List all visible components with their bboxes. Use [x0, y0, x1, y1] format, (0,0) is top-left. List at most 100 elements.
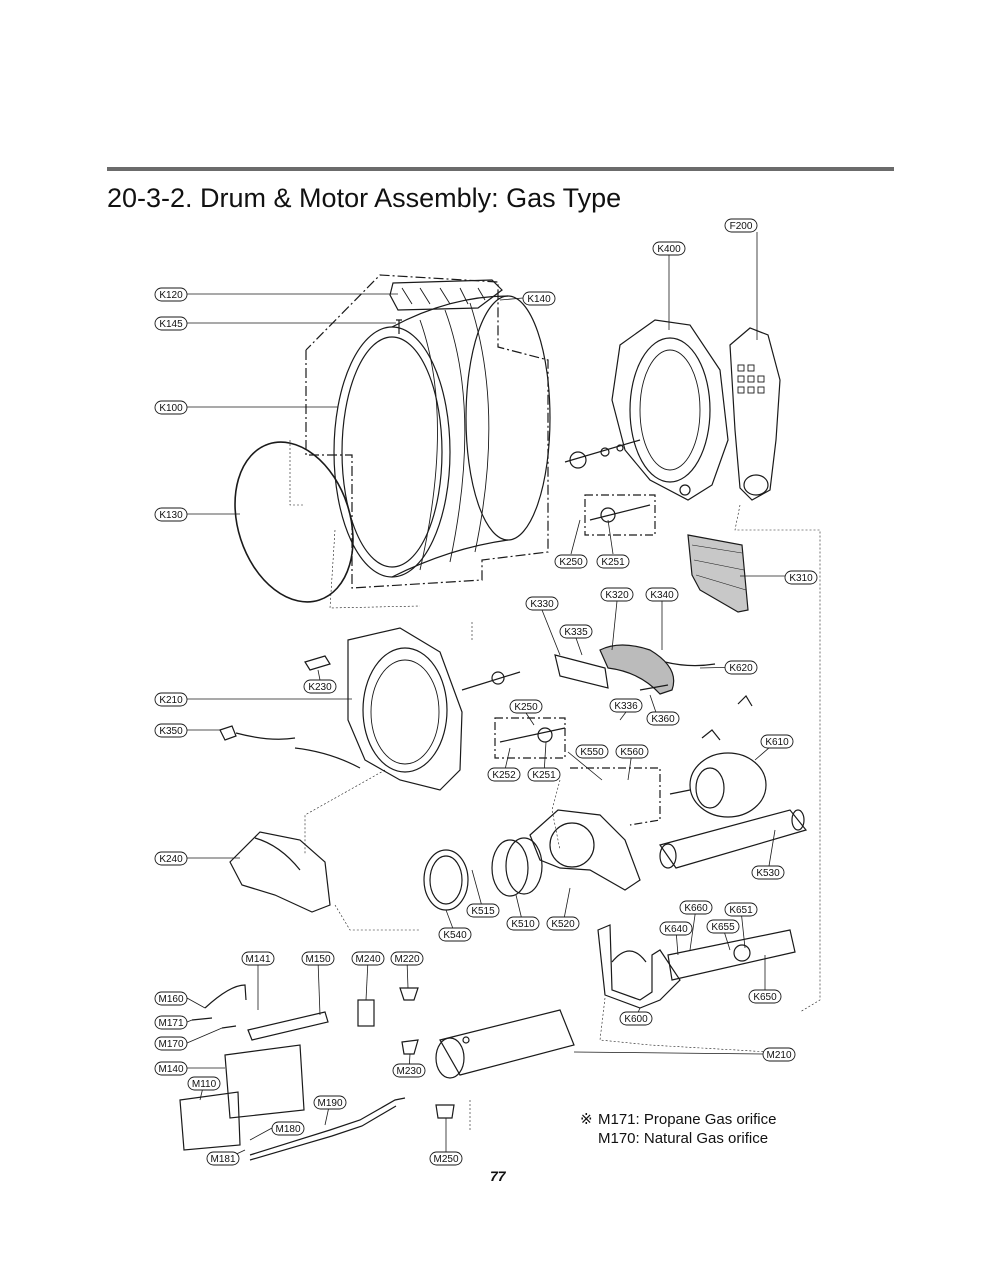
filter-housing-f200	[729, 327, 781, 501]
callout-labels: F200 K400 K120 K145 K140 K100 K130 K250 …	[154, 218, 818, 1166]
callout-k140: K140	[522, 291, 556, 306]
callout-k530: K530	[751, 865, 785, 880]
drum-belt-k130	[234, 441, 354, 603]
callout-k350: K350	[154, 723, 188, 738]
callout-k310: K310	[784, 570, 818, 585]
callout-k320: K320	[600, 587, 634, 602]
svg-text:M160: M160	[158, 994, 183, 1005]
callout-k251-top: K251	[596, 554, 630, 569]
svg-text:K560: K560	[620, 747, 644, 758]
svg-text:K240: K240	[159, 854, 183, 865]
svg-text:K100: K100	[159, 403, 183, 414]
svg-text:K145: K145	[159, 319, 183, 330]
callout-k240: K240	[154, 851, 188, 866]
header-rule	[107, 167, 894, 171]
base-bracket-k600	[597, 924, 681, 1009]
blower-housing-k520	[529, 809, 641, 891]
callout-k650: K650	[748, 989, 782, 1004]
callout-k130: K130	[154, 507, 188, 522]
svg-text:M110: M110	[192, 1079, 217, 1090]
svg-text:M220: M220	[394, 954, 419, 965]
svg-text:K400: K400	[657, 244, 681, 255]
svg-text:M230: M230	[396, 1066, 421, 1077]
valve-bracket-m140	[224, 1044, 305, 1119]
svg-text:K310: K310	[789, 573, 813, 584]
burner-m150	[247, 1011, 329, 1041]
callout-k515: K515	[466, 903, 500, 918]
svg-text:K140: K140	[527, 294, 551, 305]
callout-k655: K655	[706, 919, 740, 934]
svg-text:K320: K320	[605, 590, 629, 601]
svg-text:K530: K530	[756, 868, 780, 879]
svg-text:K655: K655	[711, 922, 735, 933]
svg-text:K660: K660	[684, 903, 708, 914]
igniter-m160	[204, 984, 247, 1009]
svg-text:M140: M140	[158, 1064, 183, 1075]
callout-m171: M171	[154, 1015, 188, 1030]
callout-m250: M250	[429, 1151, 463, 1166]
note-line-natural: M170: Natural Gas orifice	[598, 1130, 769, 1147]
svg-text:M171: M171	[158, 1018, 183, 1029]
callout-k610: K610	[760, 734, 794, 749]
svg-text:M190: M190	[317, 1098, 342, 1109]
front-roller-group-box	[494, 717, 566, 759]
page-number: 77	[490, 1168, 506, 1184]
svg-text:K340: K340	[650, 590, 674, 601]
svg-text:F200: F200	[730, 221, 753, 232]
callout-k120: K120	[154, 287, 188, 302]
callout-m160: M160	[154, 991, 188, 1006]
svg-text:K610: K610	[765, 737, 789, 748]
svg-text:K550: K550	[580, 747, 604, 758]
gas-pipe-m190	[249, 1097, 406, 1156]
svg-text:K515: K515	[471, 906, 495, 917]
callout-k230: K230	[303, 679, 337, 694]
svg-text:K251: K251	[532, 770, 556, 781]
sensor-m240	[357, 999, 375, 1027]
callout-k330: K330	[525, 596, 559, 611]
blower-wheel-k510	[491, 839, 529, 897]
roller-group-box	[584, 494, 656, 536]
svg-text:K350: K350	[159, 726, 183, 737]
gas-valve-m110	[179, 1091, 241, 1151]
callout-m141: M141	[241, 951, 275, 966]
svg-text:K210: K210	[159, 695, 183, 706]
orifice-note: ※M171: Propane Gas orifice M170: Natural…	[580, 1110, 776, 1148]
callout-k540: K540	[438, 927, 472, 942]
spring-k340	[664, 661, 716, 667]
front-bulkhead-k210	[347, 627, 463, 791]
svg-text:K252: K252	[492, 770, 516, 781]
svg-text:K360: K360	[651, 714, 675, 725]
callout-m110: M110	[187, 1076, 221, 1091]
callout-m170: M170	[154, 1036, 188, 1051]
svg-text:K540: K540	[443, 930, 467, 941]
svg-text:K651: K651	[729, 905, 753, 916]
callout-m210: M210	[762, 1047, 796, 1062]
callout-m240: M240	[351, 951, 385, 966]
svg-text:K120: K120	[159, 290, 183, 301]
callout-k335: K335	[559, 624, 593, 639]
lint-filter-k310	[687, 534, 749, 613]
svg-text:K335: K335	[564, 627, 588, 638]
callout-k340: K340	[645, 587, 679, 602]
callout-k145: K145	[154, 316, 188, 331]
callout-k560: K560	[615, 744, 649, 759]
callout-k550: K550	[575, 744, 609, 759]
svg-text:M170: M170	[158, 1039, 183, 1050]
callout-k620: K620	[724, 660, 758, 675]
callout-k360: K360	[646, 711, 680, 726]
bracket-m230	[401, 1039, 419, 1055]
callout-k651: K651	[724, 902, 758, 917]
rear-shaft-k250	[564, 439, 641, 463]
bracket-m220	[399, 987, 419, 1001]
svg-text:K330: K330	[530, 599, 554, 610]
drum-slide-k230	[304, 655, 331, 671]
svg-text:K130: K130	[159, 510, 183, 521]
drum-bracket-k120	[389, 279, 503, 311]
callout-k250-mid: K250	[509, 699, 543, 714]
duct-k240	[229, 831, 331, 913]
sensor-k320	[599, 644, 675, 695]
svg-text:K336: K336	[614, 701, 638, 712]
bracket-m250	[435, 1104, 455, 1119]
svg-text:M180: M180	[275, 1124, 300, 1135]
